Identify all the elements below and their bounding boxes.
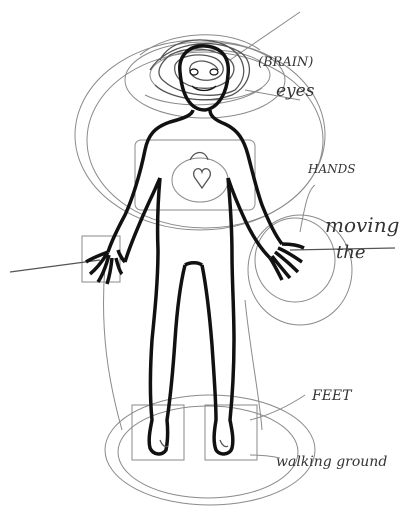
feet-label: FEET xyxy=(311,388,353,404)
moving-label-line2: the xyxy=(336,242,365,263)
human-outline xyxy=(86,46,304,454)
moving-label-line1: moving xyxy=(325,213,399,237)
eyes-label: eyes xyxy=(276,81,315,101)
hands-label: HANDS xyxy=(307,162,355,176)
walking-ground-label: walking ground xyxy=(276,454,387,470)
brain-label: (BRAIN) xyxy=(258,55,313,70)
